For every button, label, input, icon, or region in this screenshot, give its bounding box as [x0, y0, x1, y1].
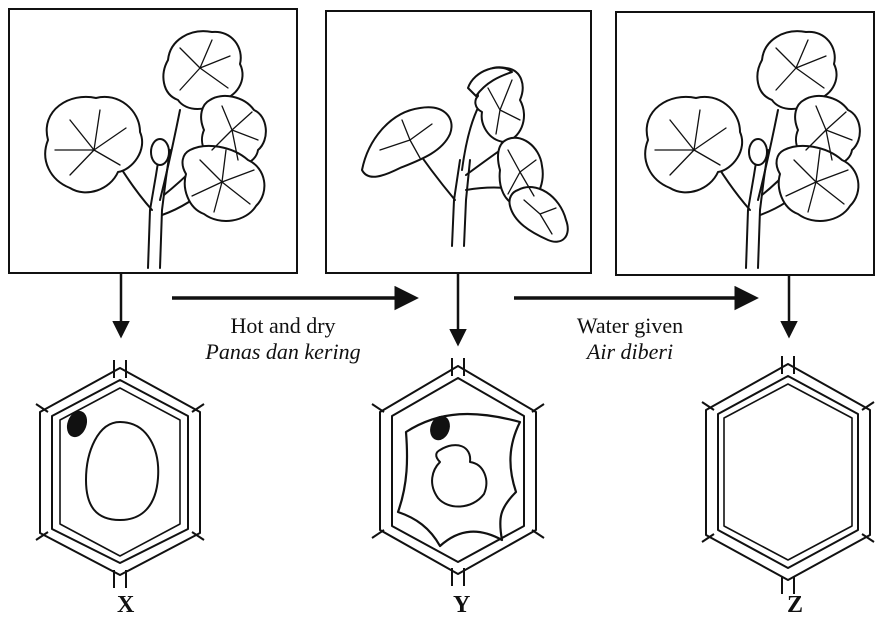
- caption-hot-and-dry-english: Hot and dry: [168, 313, 398, 339]
- caption-water-given-english: Water given: [520, 313, 740, 339]
- cell-z: [702, 356, 874, 594]
- caption-water-given: Water given Air diberi: [520, 313, 740, 365]
- cell-x-vacuole: [86, 422, 158, 520]
- caption-hot-and-dry-malay: Panas dan kering: [168, 339, 398, 365]
- plant-panel-healthy: [9, 9, 297, 273]
- cell-x-nucleus: [64, 409, 90, 440]
- cell-label-z: Z: [787, 592, 803, 619]
- plant-panel-wilted: [326, 11, 591, 273]
- cell-label-x: X: [117, 592, 134, 619]
- cell-y-vacuole: [432, 445, 486, 506]
- cell-x: [36, 360, 204, 588]
- cell-y-shrunken-membrane: [398, 414, 520, 546]
- caption-water-given-malay: Air diberi: [520, 339, 740, 365]
- cell-y-nucleus: [427, 414, 452, 443]
- caption-hot-and-dry: Hot and dry Panas dan kering: [168, 313, 398, 365]
- plant-panel-recovered: [616, 12, 874, 275]
- cell-y: [372, 358, 544, 586]
- cell-label-y: Y: [453, 592, 470, 619]
